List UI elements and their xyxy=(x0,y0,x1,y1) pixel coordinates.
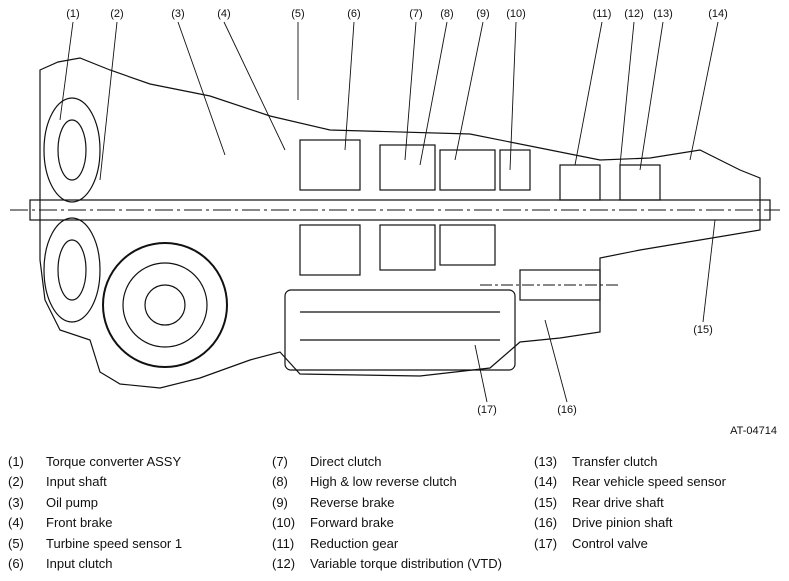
callout-9: (9) xyxy=(476,8,490,20)
torque-converter-upper xyxy=(43,97,101,203)
legend-item: (8) High & low reverse clutch xyxy=(272,472,532,492)
control-valve-body xyxy=(284,289,516,371)
legend-label: Direct clutch xyxy=(310,454,382,469)
differential-gear xyxy=(102,242,228,368)
legend-item: (5) Turbine speed sensor 1 xyxy=(8,534,268,554)
callout-15: (15) xyxy=(693,324,713,336)
housing-outline xyxy=(39,57,761,389)
legend-item: (13) Transfer clutch xyxy=(534,452,784,472)
callout-16: (16) xyxy=(557,404,577,416)
legend-label: Variable torque distribution (VTD) xyxy=(310,556,502,571)
callout-12: (12) xyxy=(624,8,644,20)
legend-item: (7) Direct clutch xyxy=(272,452,532,472)
callout-14: (14) xyxy=(708,8,728,20)
legend-item: (6) Input clutch xyxy=(8,554,268,574)
legend-number: (11) xyxy=(272,536,295,551)
legend-item: (12) Variable torque distribution (VTD) xyxy=(272,554,532,574)
legend-item: (10) Forward brake xyxy=(272,513,532,533)
legend-number: (17) xyxy=(534,536,558,551)
legend-label: Rear drive shaft xyxy=(572,495,664,510)
legend-item: (1) Torque converter ASSY xyxy=(8,452,268,472)
callout-2: (2) xyxy=(110,8,124,20)
callout-1: (1) xyxy=(66,8,80,20)
legend-item: (14) Rear vehicle speed sensor xyxy=(534,472,784,492)
legend-number: (8) xyxy=(272,474,288,489)
legend-number: (12) xyxy=(272,556,296,571)
legend-label: Rear vehicle speed sensor xyxy=(572,474,726,489)
legend-label: Front brake xyxy=(46,515,113,530)
legend-number: (1) xyxy=(8,454,24,469)
legend-label: Transfer clutch xyxy=(572,454,658,469)
callout-5: (5) xyxy=(291,8,305,20)
torque-converter-lower xyxy=(43,217,101,323)
legend-label: Reduction gear xyxy=(310,536,399,551)
legend-item: (16) Drive pinion shaft xyxy=(534,513,784,533)
legend-label: Drive pinion shaft xyxy=(572,515,673,530)
legend-number: (13) xyxy=(534,454,558,469)
legend-label: Oil pump xyxy=(46,495,99,510)
legend-number: (14) xyxy=(534,474,558,489)
legend-item: (11) Reduction gear xyxy=(272,534,532,554)
legend-number: (9) xyxy=(272,495,288,510)
parts-legend: (1) Torque converter ASSY (2) Input shaf… xyxy=(0,452,789,577)
legend-label: Torque converter ASSY xyxy=(46,454,182,469)
legend-label: Control valve xyxy=(572,536,648,551)
legend-number: (4) xyxy=(8,515,24,530)
legend-item: (15) Rear drive shaft xyxy=(534,493,784,513)
legend-number: (2) xyxy=(8,474,24,489)
transmission-cross-section-drawing xyxy=(10,21,780,403)
callout-13: (13) xyxy=(653,8,673,20)
legend-number: (10) xyxy=(272,515,296,530)
legend-number: (3) xyxy=(8,495,24,510)
legend-number: (6) xyxy=(8,556,24,571)
legend-label: Turbine speed sensor 1 xyxy=(46,536,183,551)
callout-6: (6) xyxy=(347,8,361,20)
callout-10: (10) xyxy=(506,8,526,20)
legend-number: (15) xyxy=(534,495,558,510)
figure-id: AT-04714 xyxy=(730,425,777,437)
legend-label: High & low reverse clutch xyxy=(310,474,457,489)
callout-7: (7) xyxy=(409,8,423,20)
legend-item: (3) Oil pump xyxy=(8,493,268,513)
legend-label: Input clutch xyxy=(46,556,113,571)
legend-item: (9) Reverse brake xyxy=(272,493,532,513)
callout-4: (4) xyxy=(217,8,231,20)
legend-number: (16) xyxy=(534,515,558,530)
legend-item: (2) Input shaft xyxy=(8,472,268,492)
callout-3: (3) xyxy=(171,8,185,20)
legend-number: (7) xyxy=(272,454,288,469)
legend-item: (4) Front brake xyxy=(8,513,268,533)
callout-17: (17) xyxy=(477,404,497,416)
callout-8: (8) xyxy=(440,8,454,20)
legend-label: Input shaft xyxy=(46,474,107,489)
legend-label: Reverse brake xyxy=(310,495,395,510)
legend-number: (5) xyxy=(8,536,24,551)
legend-item: (17) Control valve xyxy=(534,534,784,554)
callout-11: (11) xyxy=(592,8,612,20)
legend-label: Forward brake xyxy=(310,515,394,530)
